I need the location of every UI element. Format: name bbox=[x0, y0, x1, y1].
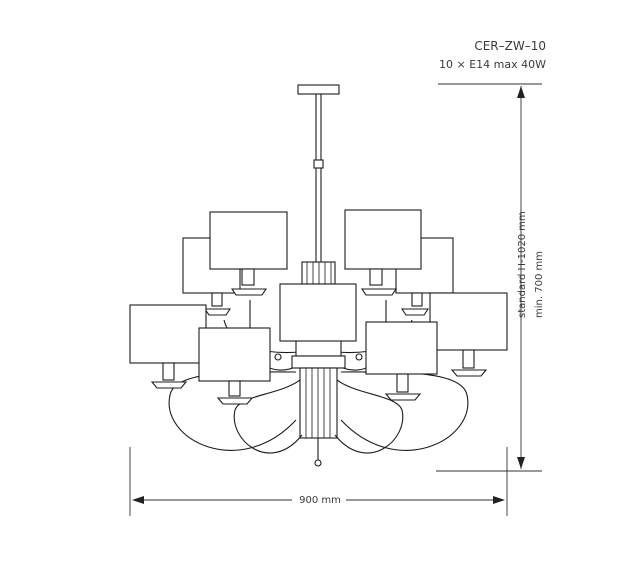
ceiling-canopy bbox=[297, 84, 340, 95]
min-height-label: min. 700 mm bbox=[534, 251, 545, 318]
chandelier bbox=[129, 84, 508, 467]
height-dimension: standard H-1020 mm min. 700 mm bbox=[436, 83, 545, 472]
shade-front-right bbox=[365, 321, 438, 375]
shade-back-right bbox=[344, 209, 422, 270]
width-dimension: 900 mm bbox=[129, 447, 508, 516]
candle-cups-back bbox=[203, 268, 430, 316]
width-label: 900 mm bbox=[299, 495, 341, 506]
model-code: CER–ZW–10 bbox=[474, 39, 546, 53]
shade-front-left bbox=[198, 327, 271, 382]
height-label: standard H-1020 mm bbox=[517, 211, 528, 318]
central-column bbox=[274, 261, 363, 467]
shade-back-left bbox=[209, 211, 288, 270]
candle-cups-front bbox=[150, 349, 488, 405]
shade-center bbox=[279, 283, 357, 342]
shade-front-left-outer bbox=[129, 304, 207, 364]
bulb-spec: 10 × E14 max 40W bbox=[439, 58, 546, 71]
shade-front-right-outer bbox=[429, 292, 508, 351]
